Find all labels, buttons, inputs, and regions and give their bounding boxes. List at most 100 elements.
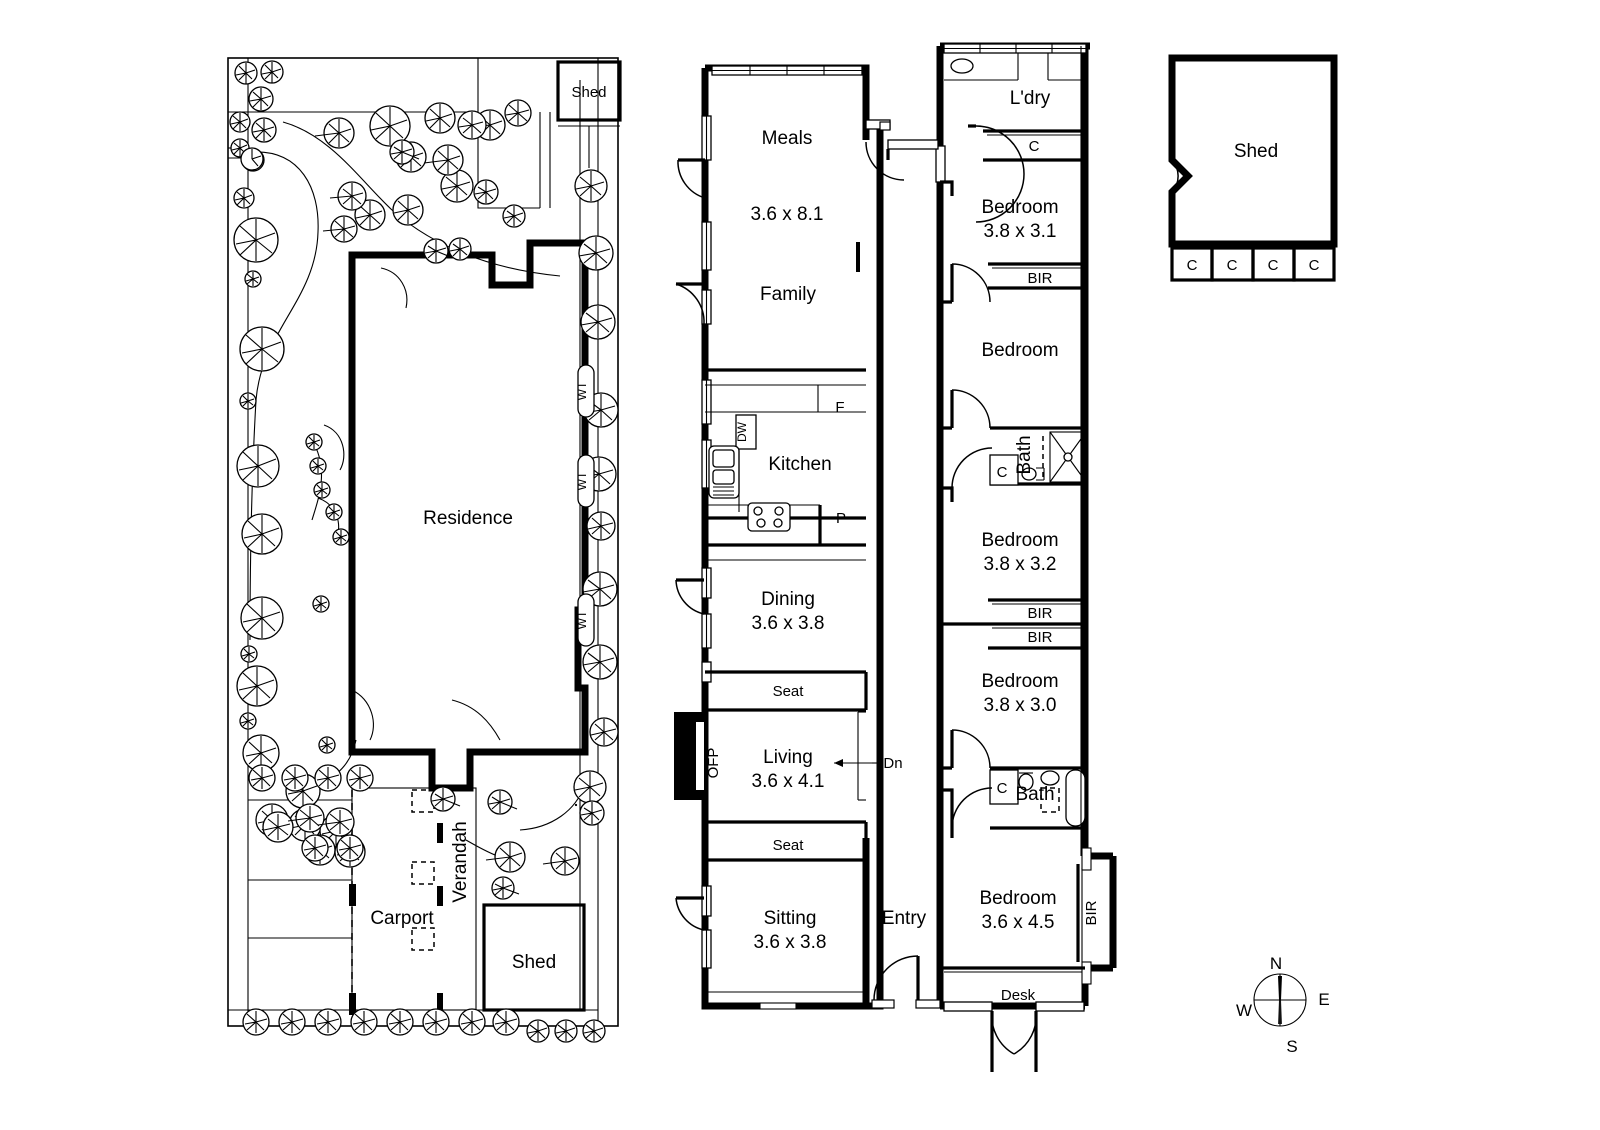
stairs-down-arrow: Dn [834,755,903,772]
dining-west-window [701,567,712,599]
tree [239,392,257,410]
tree [554,1019,578,1043]
tree [251,117,277,143]
water-tank-label: WT [575,610,589,629]
room-label-kitchen: Kitchen [768,454,831,475]
living-room: OFP Living 3.6 x 4.1 Dn [674,711,903,801]
dining-west-door [675,578,705,615]
sitting-west-door [675,896,705,931]
meals-west-door [677,158,706,199]
tree [242,1008,270,1036]
tree [369,105,411,147]
kitchen-pantry-label: P [836,510,846,527]
shed-cupboard-label-4: C [1309,257,1320,274]
tree [287,803,325,833]
tree [579,800,605,826]
detached-shed-panel: Shed C C C C [1168,54,1338,282]
tree [430,786,461,812]
bathroom-1: C Bath [989,426,1087,486]
room-label-bathroom-1: Bath [1014,435,1035,474]
tree [492,1008,520,1036]
tree [423,144,464,176]
living-seat-upper: Seat [705,670,868,712]
front-double-doors[interactable] [943,1001,1085,1072]
meals-west-window [701,115,712,161]
tree [574,803,578,807]
tree [248,86,274,112]
room-label-laundry: L'dry [1010,88,1051,109]
tree [325,503,343,521]
tree [487,789,518,815]
dining-west-window-2 [701,613,712,649]
bedroom-3: Bedroom 3.8 x 3.2 BIR BIR [940,447,1086,650]
tree [448,237,472,261]
tree [317,807,355,837]
tree [573,770,607,804]
room-label-bathroom-2: Bath [1015,784,1054,805]
bedroom-1: Bedroom 3.8 x 3.1 BIR [940,180,1086,304]
tree [473,179,499,205]
tree [491,876,520,900]
compass-rose: N S E W [1236,954,1330,1056]
toilet-2 [1018,772,1034,791]
room-dims-sitting: 3.6 x 3.8 [754,932,827,953]
kitchen-west-window [701,379,712,425]
tree [240,596,284,640]
room-label-entry: Entry [882,908,927,929]
tree [574,169,608,203]
tree [240,645,258,663]
family-west-window [701,221,712,271]
tree [485,841,526,873]
shower-1 [1049,431,1087,483]
tree [458,1008,486,1036]
shed-cupboard-label-2: C [1227,257,1238,274]
entry: Entry [864,121,941,1009]
site-shed-bottom: Shed [482,903,586,1012]
site-water-tanks: WT WT WT [575,364,595,647]
tree [322,215,358,243]
family-wall-stub [856,242,860,272]
tree [260,60,284,84]
site-shed-top: Shed [556,60,622,168]
east-wing: L'dry C Bedroom 3.8 x 3.1 BIR [864,42,1117,1072]
tree [424,102,456,134]
room-label-bedroom-1: Bedroom [981,197,1058,218]
compass-north: N [1270,954,1282,973]
tree [526,1019,550,1043]
compass-east: E [1318,990,1329,1009]
tree [312,595,330,613]
tree [239,712,257,730]
room-label-bedroom-3: Bedroom [981,530,1058,551]
tree [504,99,532,127]
basin-2 [1040,770,1060,813]
seat-label-upper: Seat [773,683,805,700]
west-wing: Meals 3.6 x 8.1 Family F DW [674,64,905,1010]
sitting-west-window [701,885,712,917]
tree [262,811,294,843]
laundry-trough [950,58,974,74]
tree [278,1008,306,1036]
water-tank: WT [575,454,595,508]
shed-cupboard-label-1: C [1187,257,1198,274]
room-label-sitting: Sitting [764,908,817,929]
family-west-window-2 [701,289,712,325]
laundry: L'dry [886,43,1087,223]
room-label-meals: Meals [762,128,813,149]
room-label-bedroom-4: Bedroom [981,671,1058,692]
tree [542,846,580,876]
tree [329,181,367,211]
room-label-bedroom-5: Bedroom [979,888,1056,909]
room-dims-bedroom-3: 3.8 x 3.2 [984,554,1057,575]
meals-north-window [711,65,863,76]
site-shed-bottom-label: Shed [512,952,556,973]
shed-cupboard-label-3: C [1268,257,1279,274]
sitting-west-window-2 [701,929,712,969]
site-carport-label: Carport [370,908,434,929]
bir-label-3: BIR [1027,629,1052,646]
tree [233,187,255,209]
tree [386,1008,414,1036]
tree [281,764,309,792]
room-dims-dining: 3.6 x 3.8 [752,613,825,634]
kitchen-dishwasher-label: DW [735,421,749,442]
